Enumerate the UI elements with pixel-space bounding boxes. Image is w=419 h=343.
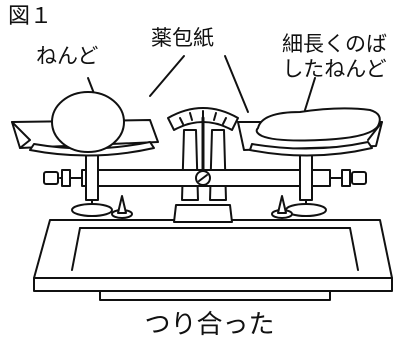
adjust-nut-left — [43, 171, 59, 185]
pan-stand-left — [71, 149, 113, 217]
leader-line-paper-right — [224, 55, 249, 113]
leader-line-right — [304, 77, 316, 111]
clay-ball-label: ねんど — [36, 44, 99, 68]
stretched-clay-label: 細長くのば したねんど — [282, 32, 387, 82]
medicine-paper-label: 薬包紙 — [151, 26, 214, 50]
scale-base — [33, 219, 393, 301]
stretched-clay-label-line2: したねんど — [282, 57, 387, 82]
figure-title: 図１ — [8, 4, 53, 29]
right-pan — [237, 107, 383, 157]
caption-balanced: つり合った — [144, 310, 275, 340]
left-pan — [11, 91, 159, 157]
leader-line-paper-left — [149, 55, 185, 97]
clay-ball — [51, 91, 125, 153]
pin-right — [271, 195, 293, 219]
pointer-dial — [167, 107, 239, 180]
stretched-clay-label-line1: 細長くのば — [282, 32, 387, 56]
stretched-clay — [255, 107, 381, 142]
pan-stand-right — [285, 149, 327, 217]
pin-left — [111, 195, 133, 219]
adjust-nut-right — [351, 171, 367, 185]
balance-beam — [43, 169, 367, 187]
